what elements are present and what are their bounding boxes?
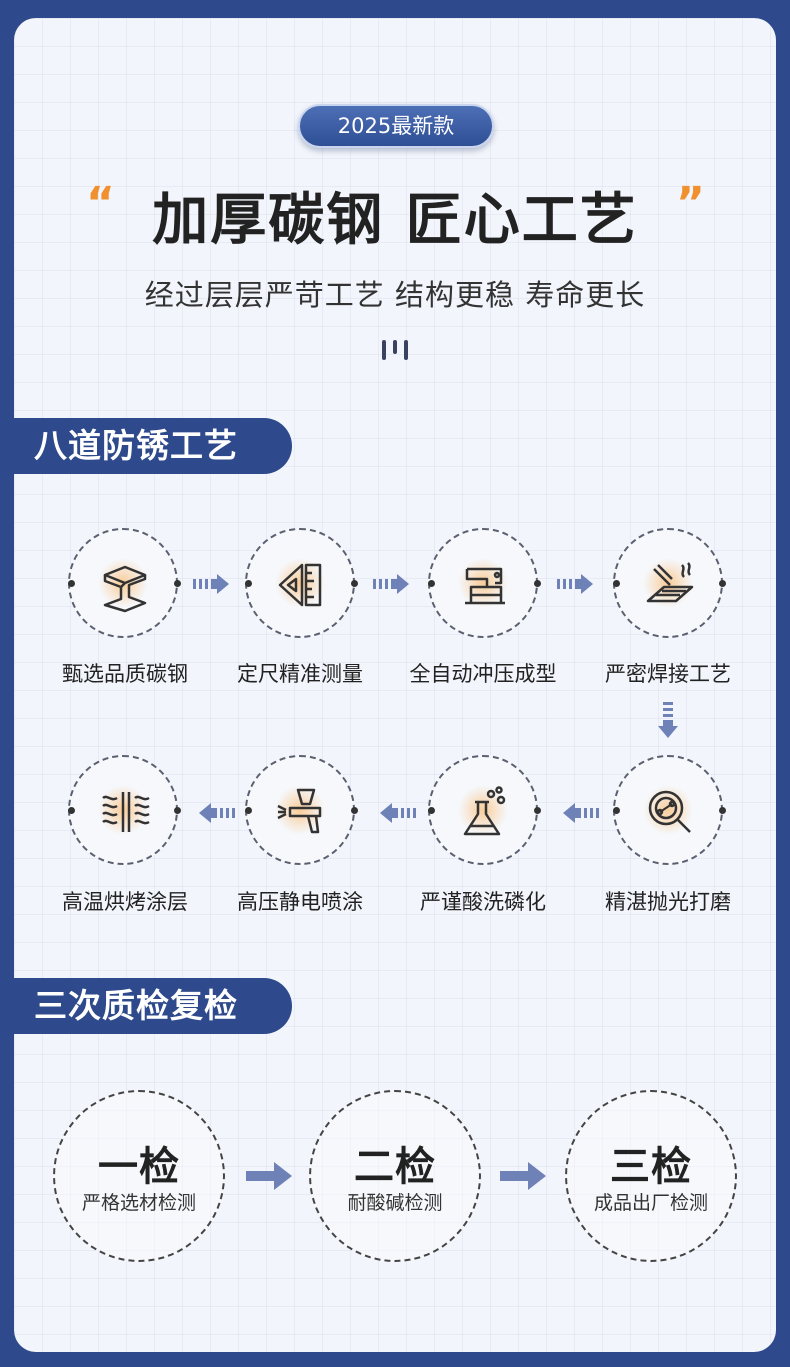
check-2-desc: 耐酸碱检测 <box>347 1192 443 1214</box>
step-4-label: 严密焊接工艺 <box>605 662 731 686</box>
heat-layers-icon <box>102 792 150 832</box>
polish-magnifier-icon <box>648 790 691 833</box>
year-badge: 2025最新款 <box>298 104 494 148</box>
arrow-left-icon <box>380 803 416 823</box>
arrow-right-icon <box>500 1162 546 1190</box>
check-3: 三检 成品出厂检测 <box>565 1090 737 1262</box>
spray-gun-icon <box>277 788 322 834</box>
arrow-right-icon <box>193 574 229 594</box>
steel-beam-icon <box>103 565 147 613</box>
step-3-label: 全自动冲压成型 <box>409 662 557 686</box>
step-7-label: 高压静电喷涂 <box>237 890 363 914</box>
check-2-title: 二检 <box>354 1144 436 1190</box>
section-title-rust-process: 八道防锈工艺 <box>14 418 292 474</box>
press-machine-icon <box>465 567 505 605</box>
arrow-right-icon <box>373 574 409 594</box>
arrow-right-icon <box>246 1162 292 1190</box>
ruler-triangle-icon <box>278 563 322 607</box>
step-7 <box>245 755 355 865</box>
headline: 加厚碳钢 匠心工艺 <box>152 188 638 253</box>
step-6-label: 严谨酸洗磷化 <box>420 890 546 914</box>
step-2-label: 定尺精准测量 <box>237 662 363 686</box>
welding-icon <box>646 562 694 603</box>
arrow-right-icon <box>557 574 593 594</box>
check-3-title: 三检 <box>610 1144 692 1190</box>
quote-close-mark: ” <box>676 178 705 229</box>
step-6 <box>428 755 538 865</box>
check-1: 一检 严格选材检测 <box>53 1090 225 1262</box>
step-1 <box>68 528 178 638</box>
section-title-quality-check: 三次质检复检 <box>14 978 292 1034</box>
subline: 经过层层严苛工艺 结构更稳 寿命更长 <box>144 278 646 312</box>
check-1-desc: 严格选材检测 <box>81 1192 196 1214</box>
check-2: 二检 耐酸碱检测 <box>309 1090 481 1262</box>
check-1-title: 一检 <box>98 1144 180 1190</box>
flask-bubbles-icon <box>463 786 506 836</box>
quote-open-mark: “ <box>86 178 115 229</box>
step-1-label: 甄选品质碳钢 <box>62 662 188 686</box>
step-2 <box>245 528 355 638</box>
arrow-left-icon <box>563 803 599 823</box>
step-3 <box>428 528 538 638</box>
arrow-left-icon <box>199 803 235 823</box>
arrow-down-icon <box>658 702 678 738</box>
step-5-label: 精湛抛光打磨 <box>605 890 731 914</box>
decor-ticks <box>382 338 412 360</box>
step-5 <box>613 755 723 865</box>
step-8-label: 高温烘烤涂层 <box>62 890 188 914</box>
step-8 <box>68 755 178 865</box>
step-4 <box>613 528 723 638</box>
check-3-desc: 成品出厂检测 <box>593 1192 708 1214</box>
